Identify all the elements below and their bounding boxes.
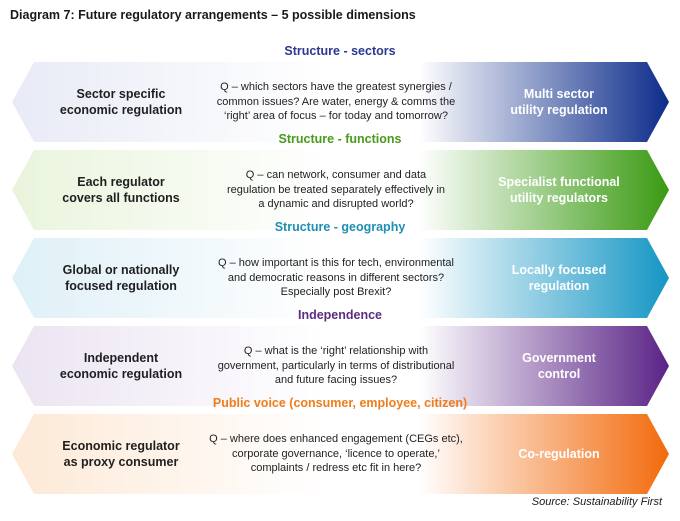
left-extreme-label: Independent economic regulation	[59, 351, 183, 381]
dimension-heading: Structure - functions	[278, 132, 402, 146]
question-text: Q – can network, consumer and data regul…	[226, 169, 446, 211]
double-arrow	[12, 238, 669, 318]
question-text: Q – where does enhanced engagement (CEGs…	[209, 433, 463, 475]
question-text: Q – what is the ‘right’ relationship wit…	[217, 345, 455, 387]
dimension-geography: Structure - geography Global or national…	[0, 220, 680, 318]
dimension-public-voice: Public voice (consumer, employee, citize…	[0, 396, 680, 494]
dimension-sectors: Structure - sectors Sector specific econ…	[0, 44, 680, 142]
question-text: Q – how important is this for tech, envi…	[218, 257, 454, 299]
source-note: Source: Sustainability First	[531, 496, 662, 508]
dimension-heading: Public voice (consumer, employee, citize…	[212, 396, 468, 410]
right-extreme-label: Government control	[522, 351, 596, 381]
dimension-independence: Independence Independent economic regula…	[0, 308, 680, 406]
dimension-heading: Structure - sectors	[284, 44, 396, 58]
double-arrow	[12, 326, 669, 406]
dimension-heading: Independence	[297, 308, 383, 322]
double-arrow	[12, 150, 669, 230]
dimension-heading: Structure - geography	[274, 220, 406, 234]
left-extreme-label: Economic regulator as proxy consumer	[62, 439, 180, 469]
double-arrow	[12, 62, 669, 142]
dimension-functions: Structure - functions Each regulator cov…	[0, 132, 680, 230]
right-extreme-label: Specialist functional utility regulators	[498, 175, 620, 205]
left-extreme-label: Each regulator covers all functions	[62, 175, 180, 205]
diagram-title: Diagram 7: Future regulatory arrangement…	[10, 8, 416, 22]
question-text: Q – which sectors have the greatest syne…	[216, 81, 456, 123]
left-extreme-label: Global or nationally focused regulation	[62, 263, 180, 293]
right-extreme-label: Multi sector utility regulation	[510, 87, 608, 117]
right-extreme-label: Locally focused regulation	[511, 263, 607, 293]
right-extreme-label: Co-regulation	[518, 447, 600, 461]
left-extreme-label: Sector specific economic regulation	[59, 87, 183, 117]
double-arrow	[12, 414, 669, 494]
